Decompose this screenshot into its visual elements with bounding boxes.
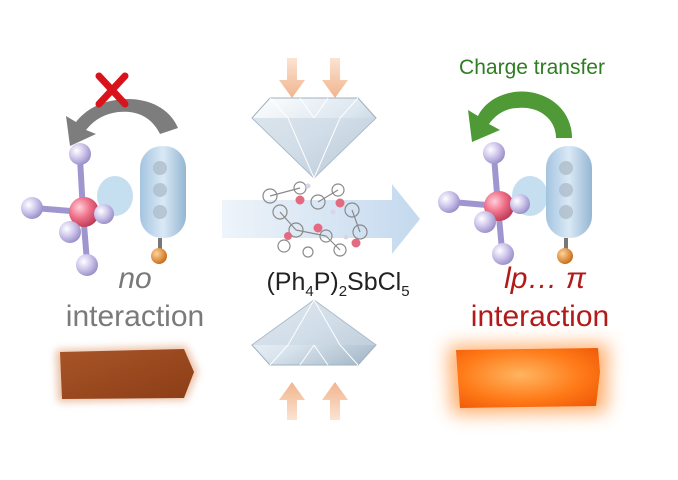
left-state-label-top: no: [118, 262, 152, 295]
right-state-label-top: lp… π: [504, 262, 586, 295]
sbcl5-molecule-right: [438, 142, 548, 265]
charge-transfer-arrow: [468, 91, 572, 142]
crystal-structure-pink-centers: [284, 183, 361, 248]
formula-part: SbCl: [347, 268, 402, 296]
formula-subscript: 5: [401, 283, 410, 300]
diamond-anvil-bottom: [251, 299, 377, 366]
compression-arrow: [222, 184, 420, 254]
pressure-arrows-top: [279, 58, 348, 98]
cross-mark-icon: [95, 72, 129, 108]
diamond-anvil-top: [251, 97, 377, 180]
formula-subscript: 4: [305, 283, 314, 300]
left-state-label-bottom: interaction: [65, 300, 205, 333]
formula-part: P): [313, 268, 339, 296]
right-state-label-bottom: interaction: [470, 300, 610, 333]
rotation-arrow-left: [66, 99, 178, 146]
pressure-arrows-bottom: [279, 382, 348, 420]
crystal-structure-molecules: [262, 181, 368, 258]
phenyl-ring-left: [140, 146, 186, 264]
charge-transfer-label: Charge transfer: [459, 56, 605, 79]
compound-formula: (Ph4P)2SbCl5: [220, 268, 456, 300]
phenyl-ring-right: [546, 146, 592, 264]
crystal-photo-right: [448, 344, 608, 414]
sbcl5-molecule-left: [21, 143, 133, 276]
crystal-photo-left: [56, 346, 198, 402]
formula-part: (Ph: [266, 268, 306, 296]
formula-subscript: 2: [338, 283, 348, 300]
